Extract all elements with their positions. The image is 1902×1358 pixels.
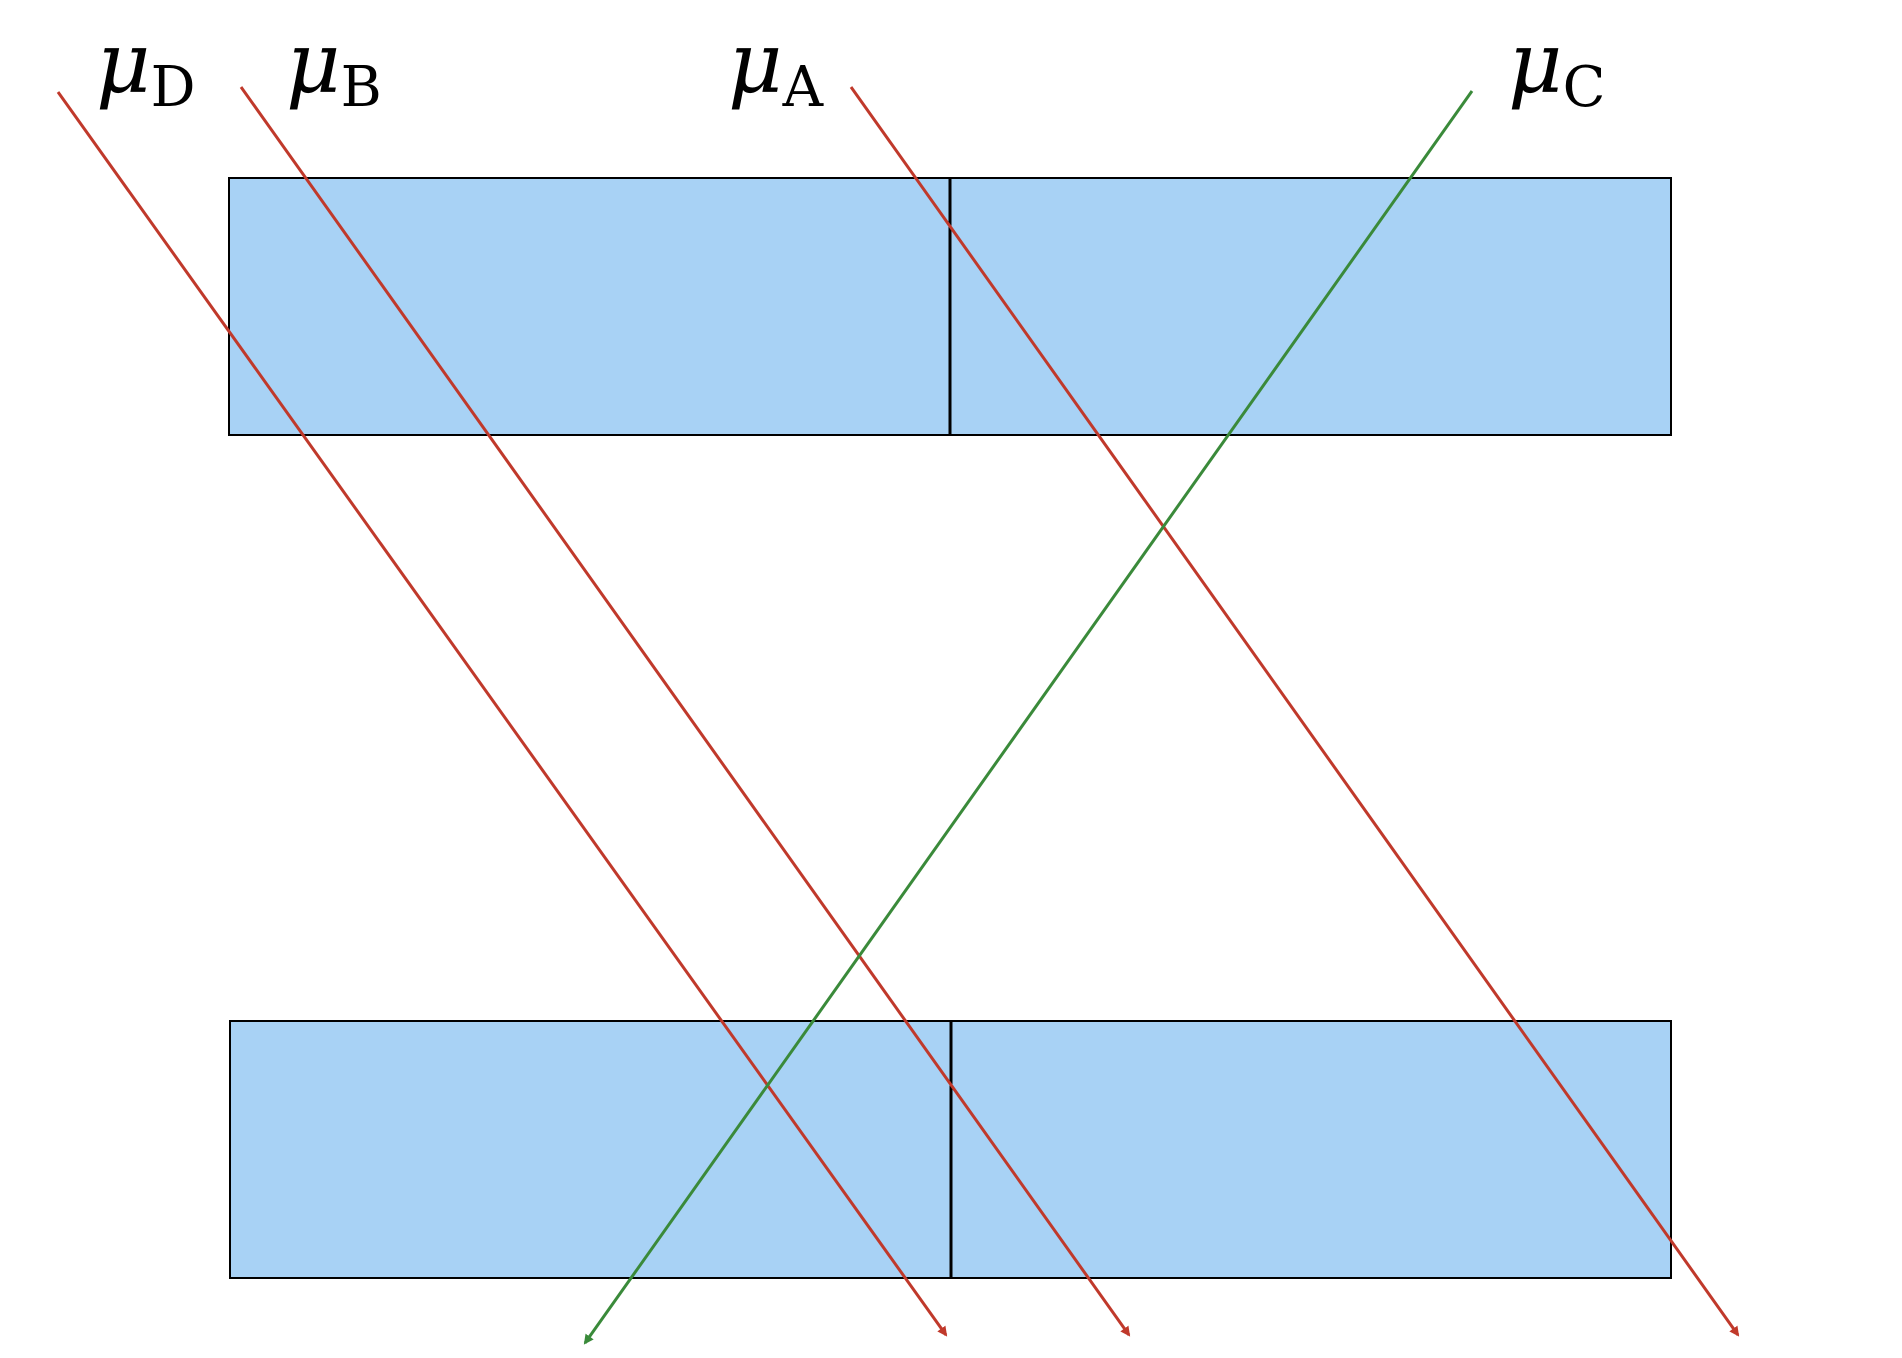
label-mu-d: μD <box>96 14 196 120</box>
track-mu-c <box>583 90 1474 1345</box>
tracks <box>56 86 1740 1345</box>
track-mu-b <box>239 86 1131 1337</box>
upper-detector-right-panel <box>949 177 1672 436</box>
track-mu-a <box>849 86 1740 1337</box>
track-mu-d <box>56 91 948 1337</box>
upper-detector-layer <box>228 177 1672 436</box>
track-labels: μD μB μA μC <box>96 14 1605 120</box>
label-mu-b: μB <box>286 14 382 120</box>
upper-detector-left-panel <box>228 177 951 436</box>
lower-detector-left-panel <box>229 1020 952 1279</box>
label-mu-a: μA <box>728 14 824 120</box>
lower-detector-right-panel <box>950 1020 1672 1279</box>
label-mu-c: μC <box>1508 14 1605 120</box>
lower-detector-layer <box>229 1020 1672 1279</box>
